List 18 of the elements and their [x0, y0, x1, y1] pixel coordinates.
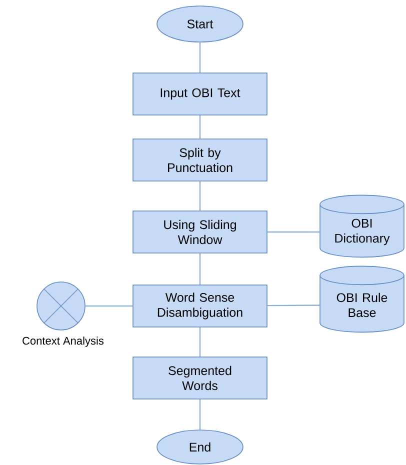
- connector-circle: [22, 282, 104, 347]
- connector-line: [199, 399, 201, 430]
- database-cylinder: OBI Rule Base: [320, 266, 404, 333]
- process-box: Input OBI Text: [132, 72, 268, 116]
- process-box: Word Sense Disambiguation: [132, 284, 268, 328]
- connector-line: [199, 327, 201, 357]
- connector-line: [85, 305, 133, 307]
- caption-label: Context Analysis: [22, 336, 104, 347]
- process-box: Split by Punctuation: [132, 138, 268, 182]
- connector-line: [199, 181, 201, 211]
- connector-line: [199, 253, 201, 285]
- database-cylinder: OBI Dictionary: [320, 194, 404, 258]
- connector-line: [199, 42, 201, 73]
- connector-line: [199, 115, 201, 139]
- process-box: Segmented Words: [132, 356, 268, 400]
- connector-line: [267, 231, 320, 233]
- connector-line: [267, 304, 320, 306]
- process-box: Using Sliding Window: [132, 210, 268, 254]
